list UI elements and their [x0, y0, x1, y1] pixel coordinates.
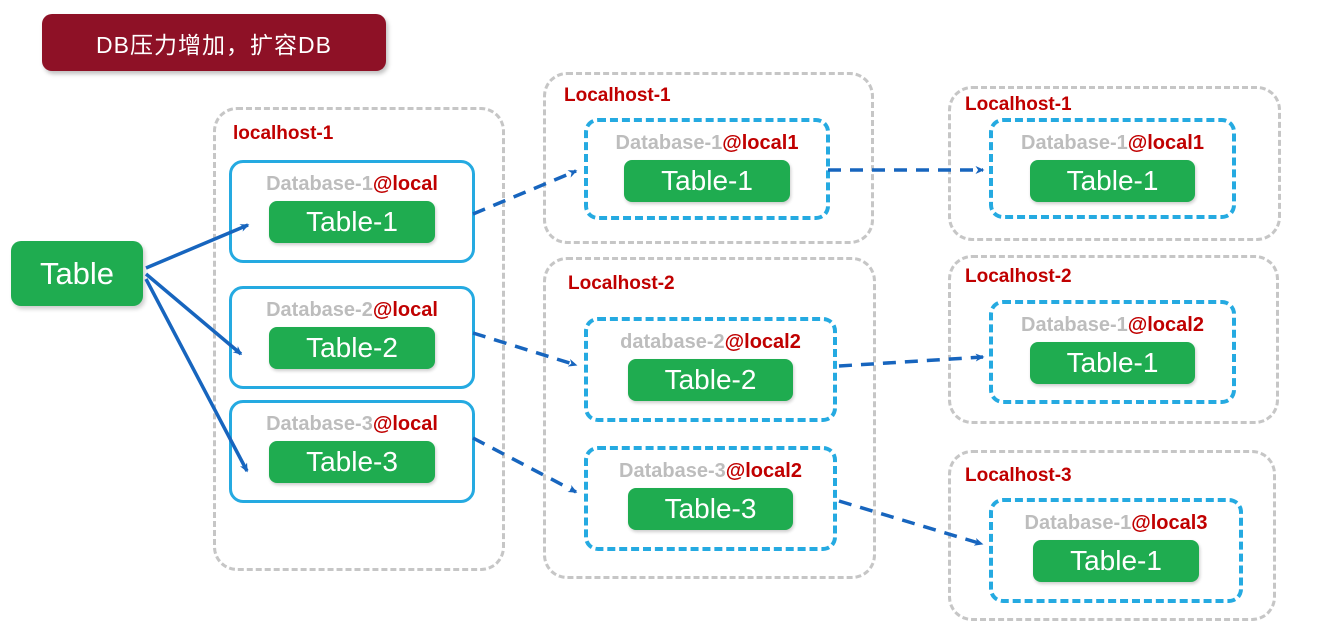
database-name: Database-2: [266, 299, 373, 321]
database-label: Database-3@local: [266, 412, 438, 436]
table-node: Table-2: [269, 327, 435, 369]
table-node: Table-3: [269, 441, 435, 483]
database-label: Database-1@local1: [616, 131, 799, 155]
database-box-s3-db1: Database-1@local1 Table-1: [989, 118, 1236, 219]
database-box-s2-db2: database-2@local2 Table-2: [584, 317, 837, 422]
table-node: Table-1: [1033, 540, 1199, 582]
database-name: Database-3: [266, 413, 373, 435]
database-box-s1-db1: Database-1@local Table-1: [229, 160, 475, 263]
database-location: @local1: [722, 132, 799, 154]
host-label: Localhost-1: [564, 85, 671, 106]
database-location: @local2: [1127, 314, 1204, 336]
database-label: Database-2@local: [266, 298, 438, 322]
database-location: @local: [372, 299, 438, 321]
host-container-stage2-host2: Localhost-2 database-2@local2 Table-2 Da…: [543, 257, 876, 579]
host-container-stage3-host1: Localhost-1 Database-1@local1 Table-1: [948, 86, 1281, 241]
table-node: Table-1: [269, 201, 435, 243]
host-label: Localhost-1: [965, 94, 1072, 115]
host-container-stage1: localhost-1 Database-1@local Table-1 Dat…: [213, 107, 505, 571]
table-node: Table-1: [1029, 342, 1196, 384]
database-label: Database-1@local: [266, 172, 438, 196]
database-label: Database-1@local1: [1021, 131, 1204, 155]
database-name: Database-1: [1021, 132, 1128, 154]
source-table-node: Table: [11, 241, 143, 306]
database-location: @local3: [1131, 512, 1208, 534]
host-label: Localhost-3: [965, 465, 1072, 486]
host-label: localhost-1: [233, 123, 334, 144]
table-node: Table-1: [624, 160, 790, 202]
database-label: database-2@local2: [620, 330, 801, 354]
database-box-s3-db2: Database-1@local2 Table-1: [989, 300, 1236, 404]
database-name: Database-1: [1024, 512, 1132, 534]
database-location: @local: [372, 413, 438, 435]
database-name: Database-1: [615, 132, 723, 154]
database-box-s1-db2: Database-2@local Table-2: [229, 286, 475, 389]
table-node: Table-1: [1029, 160, 1196, 202]
host-container-stage3-host2: Localhost-2 Database-1@local2 Table-1: [948, 255, 1279, 424]
table-node: Table-2: [627, 359, 794, 401]
database-box-s3-db3: Database-1@local3 Table-1: [989, 498, 1243, 603]
database-label: Database-3@local2: [619, 459, 802, 483]
host-container-stage2-host1: Localhost-1 Database-1@local1 Table-1: [543, 72, 874, 244]
host-label: Localhost-2: [965, 266, 1072, 287]
database-label: Database-1@local2: [1021, 313, 1204, 337]
database-location: @local2: [724, 331, 801, 353]
host-label: Localhost-2: [568, 273, 675, 294]
database-box-s1-db3: Database-3@local Table-3: [229, 400, 475, 503]
database-box-s2-db1: Database-1@local1 Table-1: [584, 118, 830, 220]
database-label: Database-1@local3: [1025, 511, 1208, 535]
database-name: Database-1: [1021, 314, 1128, 336]
database-box-s2-db3: Database-3@local2 Table-3: [584, 446, 837, 551]
database-location: @local: [372, 173, 438, 195]
host-container-stage3-host3: Localhost-3 Database-1@local3 Table-1: [948, 450, 1276, 621]
database-location: @local1: [1127, 132, 1204, 154]
table-node: Table-3: [627, 488, 794, 530]
database-location: @local2: [725, 460, 802, 482]
title-banner: DB压力增加，扩容DB: [42, 14, 386, 71]
database-name: Database-3: [619, 460, 726, 482]
database-name: Database-1: [266, 173, 373, 195]
database-name: database-2: [620, 331, 725, 353]
